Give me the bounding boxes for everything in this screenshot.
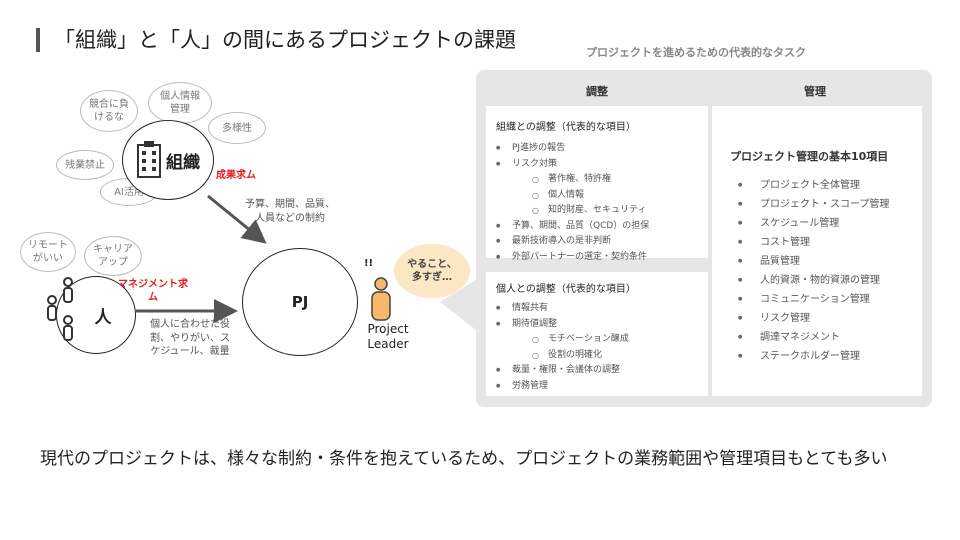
management-heading: プロジェクト管理の基本10項目 <box>730 150 889 163</box>
leader-speech-bubble: やること、多すぎ… <box>394 244 470 298</box>
management-box: プロジェクト管理の基本10項目 プロジェクト全体管理 プロジェクト・スコープ管理… <box>712 106 922 396</box>
org-adjust-list: PJ進捗の報告 リスク対策 著作権、特許権 個人情報 知的財産、セキュリティ 予… <box>486 141 708 265</box>
pj-label: PJ <box>291 293 309 311</box>
list-item: 予算、期間、品質（QCD）の担保 <box>486 219 708 235</box>
list-item: 外部パートナーの選定・契約条件 <box>486 250 708 266</box>
person-adjust-box: 個人との調整（代表的な項目） 情報共有 期待値調整 モチベーション醸成 役割の明… <box>486 272 708 396</box>
people-icon <box>47 277 73 341</box>
tasks-caption: プロジェクトを進めるための代表的なタスク <box>586 46 806 59</box>
list-item: 裁量・権限・会議体の調整 <box>486 363 708 379</box>
management-list: プロジェクト全体管理 プロジェクト・スコープ管理 スケジュール管理 コスト管理 … <box>712 176 922 366</box>
list-item: リスク対策 <box>486 157 708 173</box>
person-adjust-list: 情報共有 期待値調整 モチベーション醸成 役割の明確化 裁量・権限・会議体の調整… <box>486 301 708 394</box>
list-item: 人的資源・物的資源の管理 <box>712 271 922 290</box>
list-item: コスト管理 <box>712 233 922 252</box>
list-item: 品質管理 <box>712 252 922 271</box>
list-item: 情報共有 <box>486 301 708 317</box>
title-accent-bar <box>36 28 40 52</box>
pj-circle: PJ <box>242 248 358 356</box>
project-leader-icon <box>371 277 391 321</box>
org-to-pj-arrow <box>207 194 267 244</box>
org-constraints-note: 予算、期間、品質、人員などの制約 <box>245 199 335 224</box>
building-icon <box>137 141 161 178</box>
list-item: 個人情報 <box>486 188 708 204</box>
leader-label: Project Leader <box>367 322 409 351</box>
list-item: 調達マネジメント <box>712 328 922 347</box>
org-concern-cloud: 個人情報管理 <box>148 82 212 124</box>
list-item: 最新技術導入の是非判断 <box>486 234 708 250</box>
list-item: スケジュール管理 <box>712 214 922 233</box>
list-item: 期待値調整 <box>486 317 708 333</box>
org-label: 組織 <box>166 152 200 173</box>
list-item: PJ進捗の報告 <box>486 141 708 157</box>
list-item: コミュニケーション管理 <box>712 290 922 309</box>
org-circle: 組織 <box>122 120 214 200</box>
person-adjust-heading: 個人との調整（代表的な項目） <box>496 284 636 295</box>
list-item: 役割の明確化 <box>486 348 708 364</box>
person-concern-cloud: キャリアアップ <box>84 236 142 276</box>
summary-statement: 現代のプロジェクトは、様々な制約・条件を抱えているため、プロジェクトの業務範囲や… <box>40 449 888 469</box>
org-adjust-heading: 組織との調整（代表的な項目） <box>496 122 636 133</box>
org-concern-cloud: 多様性 <box>208 112 266 144</box>
org-concern-cloud: 残業禁止 <box>56 150 114 180</box>
list-item: 著作権、特許権 <box>486 172 708 188</box>
adjust-column-header: 調整 <box>586 85 608 98</box>
person-label: 人 <box>94 307 112 328</box>
leader-exclaim: !! <box>364 258 374 269</box>
list-item: リスク管理 <box>712 309 922 328</box>
leader-to-panel-wedge <box>440 280 476 330</box>
person-demand: マネジメント求ム <box>118 279 188 303</box>
person-concern-cloud: リモートがいい <box>20 232 76 272</box>
org-demand: 成果求ム <box>216 170 256 181</box>
list-item: 労務管理 <box>486 379 708 395</box>
org-adjust-box: 組織との調整（代表的な項目） PJ進捗の報告 リスク対策 著作権、特許権 個人情… <box>486 106 708 265</box>
manage-column-header: 管理 <box>804 85 826 98</box>
list-item: ステークホルダー管理 <box>712 347 922 366</box>
org-concern-cloud: 競合に負けるな <box>80 90 138 132</box>
list-item: 知的財産、セキュリティ <box>486 203 708 219</box>
list-item: プロジェクト全体管理 <box>712 176 922 195</box>
person-needs-note: 個人に合わせた役割、やりがい、スケジュール、裁量 <box>150 319 230 357</box>
list-item: プロジェクト・スコープ管理 <box>712 195 922 214</box>
page-title: 「組織」と「人」の間にあるプロジェクトの課題 <box>54 28 516 52</box>
list-item: モチベーション醸成 <box>486 332 708 348</box>
